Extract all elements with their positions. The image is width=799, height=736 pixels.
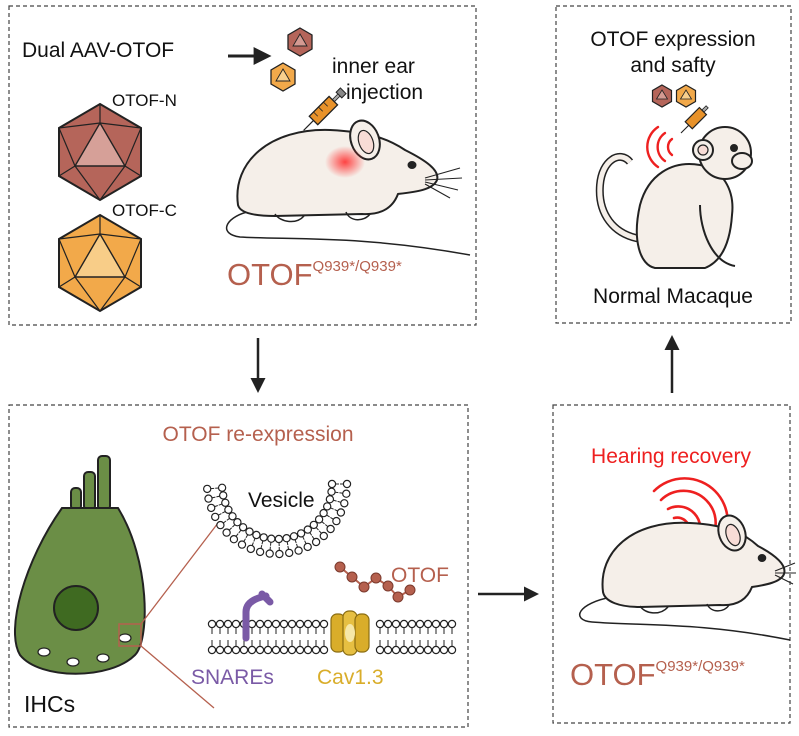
panel-bottom-left: [8, 404, 469, 728]
reexpression-title: OTOF re-expression: [163, 423, 354, 446]
panel-top-left: [8, 5, 477, 326]
mouse-injected-icon: [225, 119, 471, 256]
otof-c-label: OTOF-C: [112, 201, 177, 220]
sound-wave-icon: [646, 125, 674, 169]
ihcs-label: IHCs: [24, 691, 75, 717]
cav-label: Cav1.3: [317, 666, 384, 689]
expression-title-1: OTOF expression: [590, 28, 755, 51]
dual-aav-label: Dual AAV-OTOF: [22, 39, 174, 62]
expression-title-2: and safty: [630, 54, 716, 77]
zoom-line-top: [140, 522, 219, 625]
small-capsid-n-icon: [651, 84, 673, 108]
capsid-otof-n-icon: [58, 102, 142, 202]
otof-n-label: OTOF-N: [112, 91, 177, 110]
capsid-otof-c-icon: [58, 213, 142, 313]
mouse-recovered-icon: [579, 514, 796, 641]
small-capsid-c-icon: [675, 84, 697, 108]
macaque-icon: [595, 126, 753, 269]
zoom-line-bottom: [140, 645, 215, 709]
plasma-membrane: [207, 619, 457, 655]
vesicle-label: Vesicle: [248, 489, 315, 512]
snares-label: SNAREs: [191, 666, 274, 689]
hearing-recovery-title: Hearing recovery: [591, 445, 751, 468]
inner-hair-cell-icon: [13, 455, 146, 675]
genotype-top-left: OTOFQ939*/Q939*: [227, 257, 402, 292]
genotype-bottom-right: OTOFQ939*/Q939*: [570, 657, 745, 692]
small-capsid-c-icon: [270, 62, 296, 92]
snare-protein-icon: [242, 590, 274, 642]
vesicle-membrane: [202, 479, 352, 559]
small-capsid-n-icon: [287, 27, 313, 57]
cav-channel-icon: [330, 610, 370, 656]
syringe-icon: [303, 87, 347, 131]
otof-label: OTOF: [391, 564, 449, 587]
otof-protein-icon: [334, 561, 416, 603]
macaque-label: Normal Macaque: [593, 285, 753, 308]
panel-top-right: [555, 5, 792, 324]
syringe-icon: [680, 105, 709, 134]
inner-ear-label-1: inner ear: [332, 55, 415, 78]
panel-bottom-right: [552, 404, 791, 724]
inner-ear-label-2: injection: [346, 81, 423, 104]
